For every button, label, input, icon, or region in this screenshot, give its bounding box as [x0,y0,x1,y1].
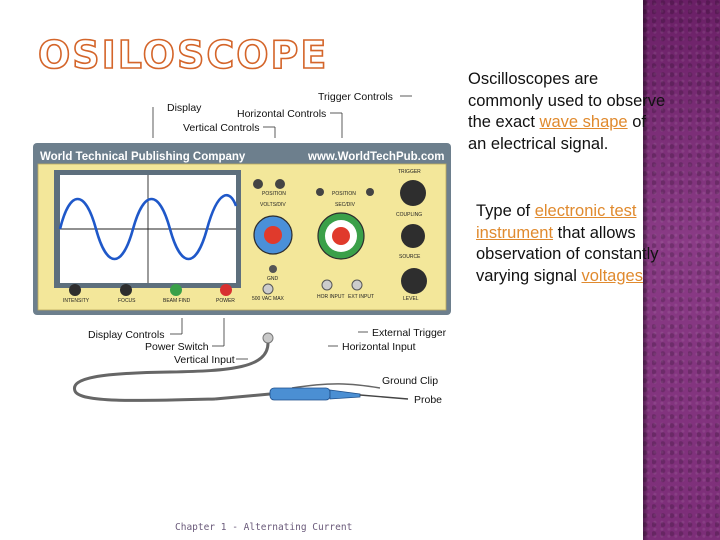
paragraph-definition: Type of electronic test instrument that … [476,201,681,287]
label-beam-find: BEAM FIND [163,298,191,304]
callout-vertical-input: Vertical Input [174,354,235,366]
label-volts-div: VOLTS/DIV [260,202,286,208]
label-gnd: GND [267,276,279,282]
label-sec-div: SEC/DIV [335,202,356,208]
horizontal-controls-group: POSITION SEC/DIV HOR INPUT EXT INPUT [316,188,374,300]
slide-title: OSILOSCOPE [37,33,329,77]
trigger-controls-group: TRIGGER COUPLING SOURCE LEVEL [396,169,427,302]
display-controls-row: INTENSITY FOCUS BEAM FIND POWER [63,284,235,304]
down-arrow-icon[interactable] [275,179,285,189]
probe-body[interactable] [269,387,331,401]
volts-div-inner-knob[interactable] [264,226,282,244]
label-focus: FOCUS [118,298,136,304]
intensity-knob[interactable] [69,284,81,296]
level-knob[interactable] [401,268,427,294]
callout-horizontal-controls: Horizontal Controls [237,108,326,120]
probe-assembly [73,332,409,403]
label-ext-input: EXT INPUT [348,294,374,300]
ext-input-jack[interactable] [351,279,363,291]
power-button[interactable] [220,284,232,296]
panel-brand: World Technical Publishing Company [40,151,246,163]
callout-probe: Probe [414,394,442,406]
wave-shape-link[interactable]: wave shape [539,113,628,131]
beam-find-button[interactable] [170,284,182,296]
vertical-input-jack[interactable] [262,283,274,295]
label-source: SOURCE [399,254,421,260]
callout-horizontal-input: Horizontal Input [342,341,416,353]
vertical-controls-group: POSITION VOLTS/DIV GND 500 VAC MAX [252,179,293,302]
coupling-knob[interactable] [400,180,426,206]
paragraph-definition-text-a: Type of [476,202,535,220]
callout-power-switch: Power Switch [145,341,209,353]
paragraph-usage-text-a: Oscilloscopes are commonly used to obser… [468,70,666,131]
label-max: 500 VAC MAX [252,296,285,302]
callout-trigger-controls: Trigger Controls [318,91,393,103]
probe-tip [359,394,409,400]
label-power: POWER [216,298,235,304]
callout-ground-clip: Ground Clip [382,375,438,387]
paragraph-usage: Oscilloscopes are commonly used to obser… [468,69,668,155]
panel-url: www.WorldTechPub.com [307,151,445,163]
label-position-v: POSITION [262,191,286,197]
focus-knob[interactable] [120,284,132,296]
callout-display-controls: Display Controls [88,329,164,341]
label-position-h: POSITION [332,191,356,197]
callout-vertical-controls: Vertical Controls [183,122,259,134]
electronic-test-instrument-link[interactable]: electronic test instrument [476,202,637,242]
label-coupling: COUPLING [396,212,422,218]
gnd-switch[interactable] [269,265,277,273]
label-hor-input: HOR INPUT [317,294,345,300]
label-level: LEVEL [403,296,419,302]
sine-wave-trace [58,194,238,261]
label-trigger: TRIGGER [398,169,421,175]
label-intensity: INTENSITY [63,298,90,304]
bnc-connector [262,332,274,344]
up-arrow-icon[interactable] [253,179,263,189]
hor-input-jack[interactable] [321,279,333,291]
callout-external-trigger: External Trigger [372,327,447,339]
right-arrow-icon[interactable] [366,188,374,196]
sec-div-inner-knob[interactable] [332,227,350,245]
callout-display: Display [167,102,202,114]
voltages-link[interactable]: voltages [581,266,643,285]
paragraph-usage-text-b: of an electrical signal. [468,113,646,153]
slide-footer: Chapter 1 - Alternating Current [175,522,353,533]
paragraph-definition-text-b: that allows observation of constantly va… [476,223,659,285]
oscilloscope-illustration: Trigger Controls Display Horizontal Cont… [33,91,451,406]
source-knob[interactable] [401,224,425,248]
oscilloscope-screen [54,170,241,288]
decorative-band [643,0,720,540]
left-arrow-icon[interactable] [316,188,324,196]
